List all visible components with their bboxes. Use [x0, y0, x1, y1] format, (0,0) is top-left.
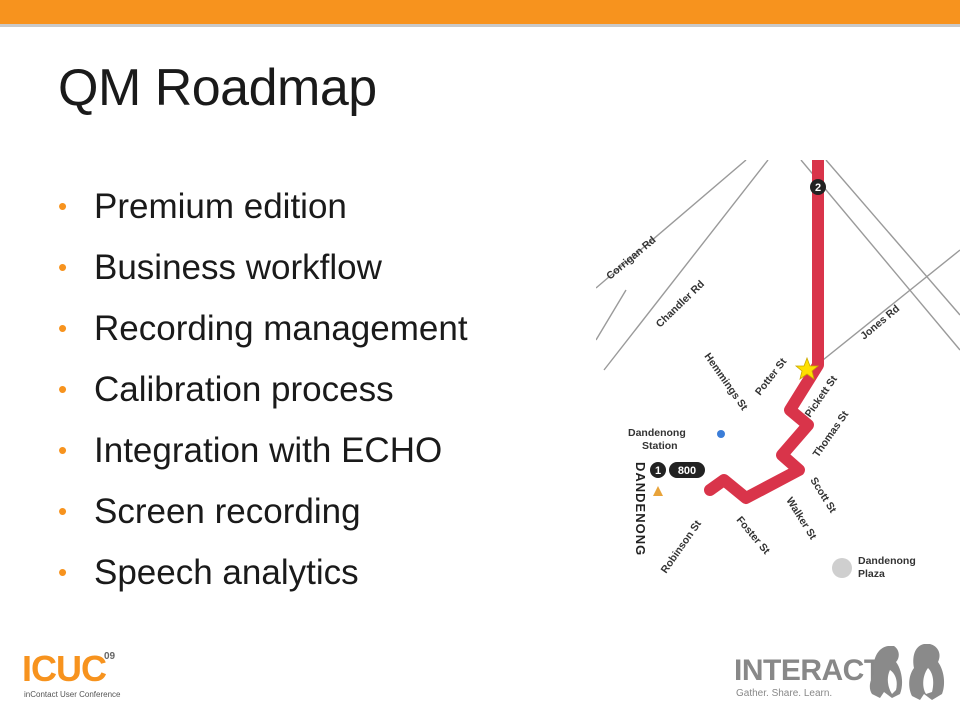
bullet-icon: •	[58, 252, 68, 282]
star-icon	[794, 356, 820, 380]
route-800-badge: 800	[669, 462, 705, 478]
bullet-text: Calibration process	[94, 369, 394, 409]
bullet-item: • Integration with ECHO	[58, 420, 468, 481]
bullet-item: • Screen recording	[58, 481, 468, 542]
bullet-item: • Recording management	[58, 298, 468, 359]
bullet-icon: •	[58, 191, 68, 221]
bullet-text: Recording management	[94, 308, 468, 348]
interact-logo-name: INTERACT	[734, 654, 882, 687]
bullet-text: Screen recording	[94, 491, 361, 531]
top-accent-bar	[0, 0, 960, 24]
bullet-icon: •	[58, 313, 68, 343]
plaza-dot-icon	[832, 558, 852, 578]
bullet-text: Premium edition	[94, 186, 347, 226]
bullet-item: • Calibration process	[58, 359, 468, 420]
bullet-item: • Speech analytics	[58, 542, 468, 603]
route-800-label: 800	[678, 465, 696, 477]
icuc-logo-year: 09	[104, 651, 116, 662]
interact-logo: INTERACT Gather. Share. Learn.	[734, 640, 950, 704]
route-2-label: 2	[815, 182, 821, 194]
suburb-label: DANDENONG	[633, 462, 648, 556]
bullet-list: • Premium edition • Business workflow • Rec…	[58, 176, 468, 603]
bullet-icon: •	[58, 374, 68, 404]
interact-logo-tagline: Gather. Share. Learn.	[736, 688, 833, 699]
route-1-badge: 1	[650, 462, 666, 478]
bullet-icon: •	[58, 435, 68, 465]
top-divider	[0, 24, 960, 27]
bullet-item: • Premium edition	[58, 176, 468, 237]
bullet-text: Speech analytics	[94, 552, 359, 592]
route-2-badge: 2	[810, 179, 826, 195]
slide-title: QM Roadmap	[58, 59, 377, 117]
plaza-label: Dandenong Plaza	[858, 555, 919, 580]
route-map: 2 1 800 Corrigan Rd Chandler Rd Jones Rd…	[596, 160, 960, 590]
station-label: Dandenong Station	[628, 427, 689, 452]
bullet-icon: •	[58, 557, 68, 587]
route-1-label: 1	[655, 465, 661, 477]
bullet-text: Integration with ECHO	[94, 430, 443, 470]
bullet-item: • Business workflow	[58, 237, 468, 298]
bullet-icon: •	[58, 496, 68, 526]
route-line	[704, 160, 824, 504]
penguins-icon	[869, 644, 945, 700]
warning-icon	[653, 486, 663, 496]
icuc-logo-tagline: inContact User Conference	[24, 690, 121, 699]
icuc-logo: ICUC 09 inContact User Conference	[22, 648, 142, 704]
station-dot-icon	[717, 430, 725, 438]
road-lines	[596, 160, 960, 373]
bullet-text: Business workflow	[94, 247, 382, 287]
icuc-logo-name: ICUC	[22, 648, 107, 689]
